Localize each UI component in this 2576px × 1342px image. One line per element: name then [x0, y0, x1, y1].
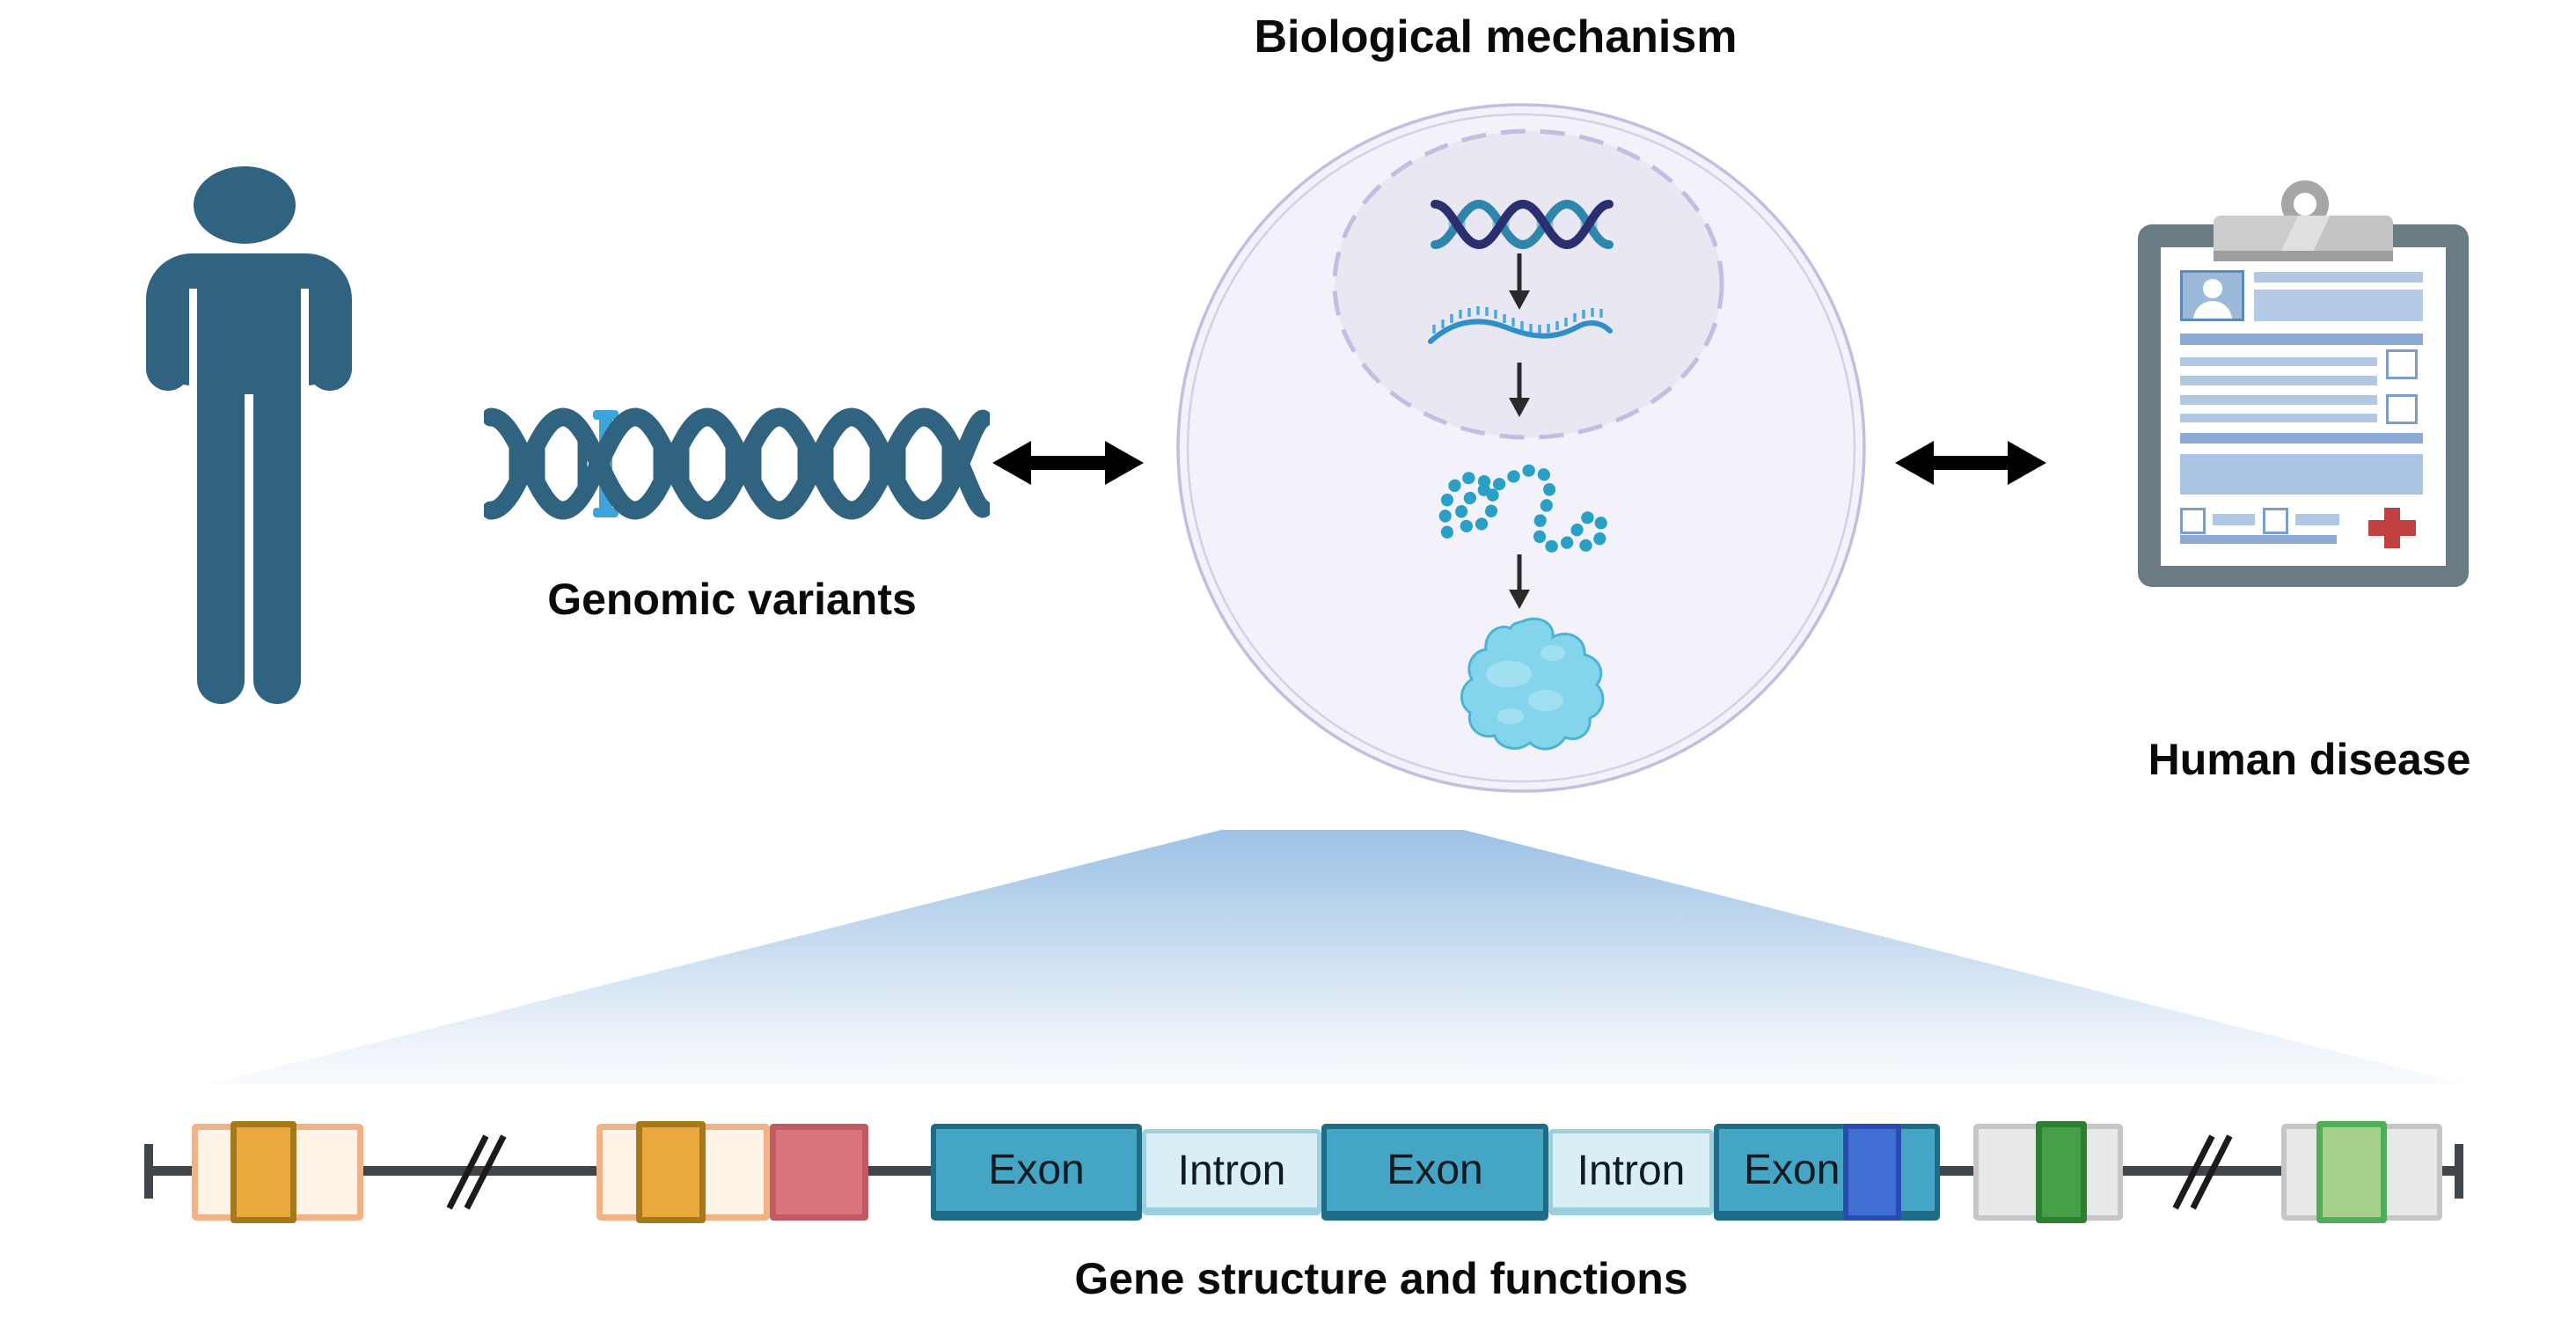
record-row	[2180, 376, 2377, 385]
intron-box: Intron	[1548, 1129, 1714, 1215]
regulatory-orange-element	[636, 1121, 706, 1223]
dna-helix-icon	[484, 407, 990, 520]
checkbox-icon	[2263, 508, 2288, 534]
dark-green-element	[2036, 1121, 2087, 1223]
down-arrow-icon	[1509, 363, 1530, 417]
terminal-tick-icon	[144, 1144, 153, 1199]
checkbox-icon	[2386, 394, 2418, 424]
exon-label: Exon	[1744, 1147, 1841, 1193]
avatar-icon	[2180, 270, 2244, 321]
record-title-line	[2254, 272, 2423, 282]
record-section-bar	[2180, 433, 2423, 444]
record-row	[2180, 535, 2337, 544]
record-section-bar	[2180, 334, 2423, 345]
exon-label: Exon	[988, 1147, 1085, 1193]
exon-box: Exon	[1714, 1124, 1940, 1221]
checkbox-icon	[2180, 508, 2206, 534]
person-icon	[146, 166, 352, 706]
clipboard-icon	[2138, 180, 2472, 590]
medical-record-paper	[2161, 247, 2446, 566]
polypeptide-icon	[1438, 464, 1609, 554]
genomic-variants-label: Genomic variants	[547, 575, 917, 624]
intron-box: Intron	[1142, 1129, 1321, 1215]
record-row	[2213, 514, 2255, 525]
record-row	[2180, 357, 2377, 366]
record-text-block	[2254, 290, 2423, 321]
double-arrow-right-icon	[1895, 441, 2046, 485]
dna-strand-b	[484, 407, 990, 520]
exon-box: Exon	[1321, 1124, 1548, 1221]
clip-tab	[2214, 216, 2393, 261]
exon-label: Exon	[1387, 1147, 1483, 1193]
record-row	[2180, 414, 2377, 422]
gene-structure-label: Gene structure and functions	[1074, 1254, 1688, 1303]
human-disease-label: Human disease	[2148, 735, 2471, 784]
light-green-element	[2316, 1121, 2387, 1223]
nucleus-icon	[1332, 128, 1724, 440]
cell-icon	[1176, 103, 1866, 793]
zoom-funnel	[207, 830, 2467, 1085]
record-big-block	[2180, 454, 2423, 495]
person-left-leg	[197, 368, 245, 704]
person-right-leg	[253, 368, 301, 704]
medical-cross-icon	[2368, 508, 2416, 548]
exon-box: Exon	[931, 1124, 1142, 1221]
red-element-box	[770, 1124, 868, 1221]
checkbox-icon	[2386, 349, 2418, 379]
intron-label: Intron	[1177, 1147, 1286, 1194]
biological-mechanism-title: Biological mechanism	[1254, 11, 1738, 62]
terminal-tick-icon	[2455, 1144, 2463, 1199]
person-right-arm	[308, 297, 352, 391]
blue-element-box	[1843, 1124, 1901, 1221]
mrna-icon	[1428, 306, 1613, 344]
down-arrow-icon	[1509, 253, 1530, 310]
protein-icon	[1460, 617, 1605, 751]
record-row	[2180, 395, 2377, 405]
person-head	[194, 166, 296, 244]
double-arrow-left-icon	[992, 441, 1144, 485]
record-row	[2295, 514, 2339, 525]
regulatory-orange-element	[231, 1121, 296, 1223]
nuclear-dna-icon	[1431, 199, 1614, 250]
intron-label: Intron	[1577, 1147, 1686, 1194]
person-left-arm	[146, 297, 190, 391]
down-arrow-icon	[1509, 554, 1530, 609]
